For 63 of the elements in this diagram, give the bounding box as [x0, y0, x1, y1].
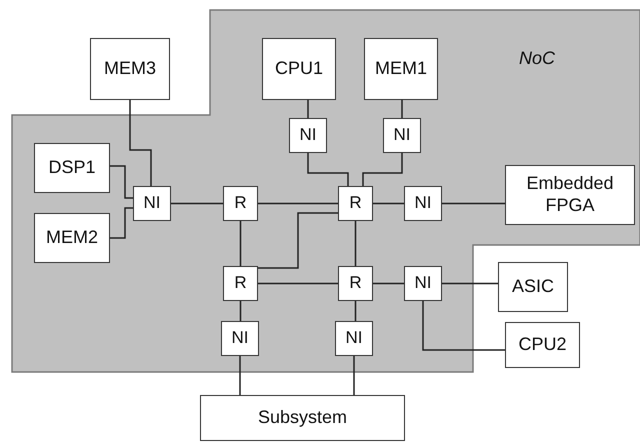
connector-line — [110, 207, 133, 239]
connector-line — [354, 301, 356, 321]
connector-line — [442, 202, 505, 204]
component-box — [335, 321, 373, 356]
connector-line — [307, 153, 349, 186]
connector-line — [171, 202, 223, 204]
connector-line — [362, 153, 403, 186]
connector-line — [240, 221, 242, 266]
connector-line — [353, 356, 355, 395]
box-label: Embedded FPGA — [525, 173, 615, 217]
connector-line — [258, 282, 338, 284]
box-label: DSP1 — [48, 157, 96, 179]
component-box — [498, 262, 568, 312]
component-box — [505, 322, 580, 368]
box-label: MEM3 — [104, 58, 156, 80]
component-box — [221, 321, 259, 356]
component-box — [338, 266, 373, 301]
component-box — [364, 38, 438, 100]
connector-line — [110, 165, 133, 199]
connector-line — [240, 301, 242, 321]
box-label: R — [234, 273, 247, 294]
component-box — [338, 186, 373, 221]
box-label: MEM1 — [374, 58, 427, 80]
connector-line — [373, 282, 404, 284]
region-label: NoC — [519, 48, 556, 69]
box-label: R — [349, 273, 362, 294]
component-box — [383, 118, 421, 153]
box-label: MEM2 — [46, 227, 98, 249]
connector-line — [258, 202, 338, 204]
component-box — [223, 186, 258, 221]
connector-line — [239, 356, 241, 395]
box-label: CPU1 — [274, 58, 323, 80]
component-box — [200, 395, 405, 441]
component-box — [505, 165, 635, 225]
box-label: NI — [414, 273, 432, 294]
box-label: NI — [144, 193, 160, 214]
component-box — [404, 266, 442, 301]
connector-line — [442, 282, 498, 284]
connector-line — [422, 301, 505, 351]
box-label: NI — [394, 125, 410, 146]
box-label: NI — [300, 125, 316, 146]
box-label: Subsystem — [258, 407, 348, 429]
box-label: CPU2 — [518, 334, 566, 356]
component-box — [289, 118, 327, 153]
connector-line — [307, 100, 309, 118]
connector-line — [354, 221, 356, 266]
connector-line — [373, 202, 404, 204]
component-box — [133, 186, 171, 221]
component-box — [404, 186, 442, 221]
component-box — [34, 143, 110, 193]
component-box — [262, 38, 336, 100]
box-label: R — [349, 193, 362, 214]
box-label: NI — [346, 328, 362, 349]
component-box — [223, 266, 258, 301]
component-box — [90, 38, 170, 100]
connector-line — [258, 212, 338, 269]
box-label: R — [234, 193, 247, 214]
connector-line — [401, 100, 403, 118]
box-label: NI — [414, 193, 432, 214]
box-label: NI — [232, 328, 248, 349]
box-label: ASIC — [512, 276, 554, 298]
connector-line — [129, 100, 152, 186]
component-box — [34, 213, 110, 263]
